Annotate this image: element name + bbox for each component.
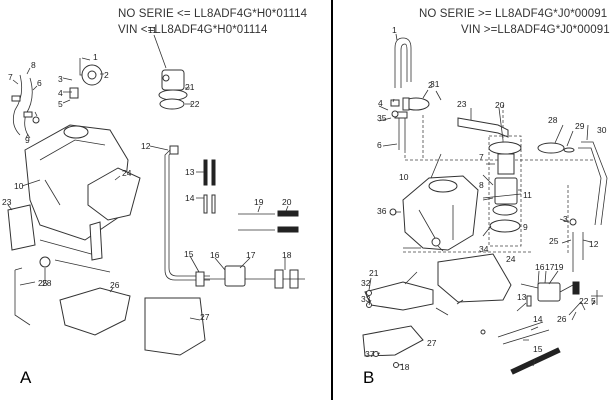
callout-a-20: 20 [282,197,292,207]
callout-a-8: 8 [31,60,36,70]
callout-b-33: 33 [361,294,371,304]
callout-b-18: 18 [400,362,410,372]
callout-a-9: 9 [25,135,30,145]
plate-27-b [362,325,424,357]
skid-plate-b [364,281,434,311]
callout-b-34: 34 [479,244,489,254]
callout-a-28: 28 [42,278,52,288]
tank-cover-a [87,167,141,221]
callout-a-18: 18 [282,250,292,260]
panel-divider [331,0,333,400]
callout-b-22: 22 [579,296,589,306]
cap-28-b [537,142,565,154]
callout-a-7: 7 [8,72,13,82]
callout-b-12: 12 [589,239,599,249]
callout-a-17: 17 [246,250,256,260]
callout-b-23: 23 [457,99,467,109]
filler-cap-a [69,58,103,99]
grommet-a [39,256,51,268]
exploded-diagram-b: 1 2 3 4 5 6 7 8 9 10 11 12 13 14 15 16 1… [361,25,608,375]
callout-b-7: 7 [479,152,484,162]
callout-a-10: 10 [14,181,24,191]
callout-b-21: 21 [369,268,379,278]
callout-b-5: 5 [591,296,596,306]
callout-a-21: 21 [185,82,195,92]
bracket-25-a [14,267,31,326]
callout-a-12: 12 [141,141,151,151]
hose-assembly-a [11,74,40,139]
callout-a-11: 11 [148,25,157,35]
callout-a-19: 19 [254,197,264,207]
callout-b-30: 30 [597,125,607,135]
panel-a: NO SERIE <= LL8ADF4G*H0*01114 VIN <=LL8A… [2,8,308,387]
callout-b-37: 37 [365,349,375,359]
callout-b-6: 6 [377,140,382,150]
exploded-diagram-a: 1 2 3 4 5 6 7 8 9 10 11 12 13 14 15 16 1… [2,25,305,356]
skid-plate-a [59,287,131,336]
panel-b: NO SERIE >= LL8ADF4G*J0*00091 VIN >=LL8A… [333,0,616,400]
callout-b-10: 10 [399,172,409,182]
callout-b-13: 13 [517,292,527,302]
fuel-line-a [164,149,210,281]
serial-range-b: NO SERIE >= LL8ADF4G*J0*00091 [419,8,608,20]
callout-b-17: 17 [545,262,555,272]
callout-b-24: 24 [506,254,516,264]
tank-cover-b [437,253,512,303]
callout-a-5: 5 [58,99,63,109]
serial-range-a: NO SERIE <= LL8ADF4G*H0*01114 [118,8,308,20]
callout-a-14: 14 [185,193,195,203]
callout-b-9: 9 [523,222,528,232]
callout-b-19: 19 [554,262,564,272]
callout-b-1: 1 [392,25,397,35]
callout-b-36: 36 [377,206,387,216]
callout-b-20: 20 [495,100,505,110]
fuel-pump-b [488,135,522,247]
callout-b-3: 3 [563,214,568,224]
callout-a-27: 27 [200,312,210,322]
callout-b-8: 8 [479,180,484,190]
callout-b-31: 31 [430,79,440,89]
callout-b-28: 28 [548,115,558,125]
callout-a-1: 1 [93,52,98,62]
bracket-23-b [457,117,509,138]
fuel-tank-b [402,175,479,251]
callout-b-26: 26 [557,314,567,324]
panel-letter-a: A [20,368,32,387]
callout-b-14: 14 [533,314,543,324]
callout-a-2: 2 [104,70,109,80]
callout-a-25: 25 [38,278,48,288]
callout-b-35: 35 [377,113,387,123]
inline-filter-a [195,265,305,289]
bracket-23-a [7,204,36,251]
callout-a-15: 15 [184,249,194,259]
vin-range-a: VIN <=LL8ADF4G*H0*01114 [118,24,268,36]
callout-a-24: 24 [122,168,132,178]
callout-a-16: 16 [210,250,220,260]
callout-a-6: 6 [37,78,42,88]
callout-b-29: 29 [575,121,585,131]
plate-27-a [144,297,206,356]
callout-a-22: 22 [190,99,200,109]
callout-a-4: 4 [58,88,63,98]
callout-a-13: 13 [185,167,195,177]
panel-letter-b: B [363,368,375,387]
fuel-pump-a [158,69,188,110]
callout-b-11: 11 [523,190,532,200]
callout-b-16: 16 [535,262,545,272]
callout-b-2: 2 [428,80,433,90]
callout-b-4: 4 [378,98,383,108]
callout-b-25: 25 [549,236,559,246]
callout-a-23: 23 [2,197,12,207]
callout-b-27: 27 [427,338,437,348]
inline-filter-b [497,281,580,375]
vin-range-b: VIN >=LL8ADF4G*J0*00091 [461,24,610,36]
callout-b-32: 32 [361,278,371,288]
filter-parts-13-14-a [203,159,216,214]
callout-a-26: 26 [110,280,120,290]
callout-a-3: 3 [58,74,63,84]
vent-hose-b [394,37,412,88]
callout-b-15: 15 [533,344,543,354]
